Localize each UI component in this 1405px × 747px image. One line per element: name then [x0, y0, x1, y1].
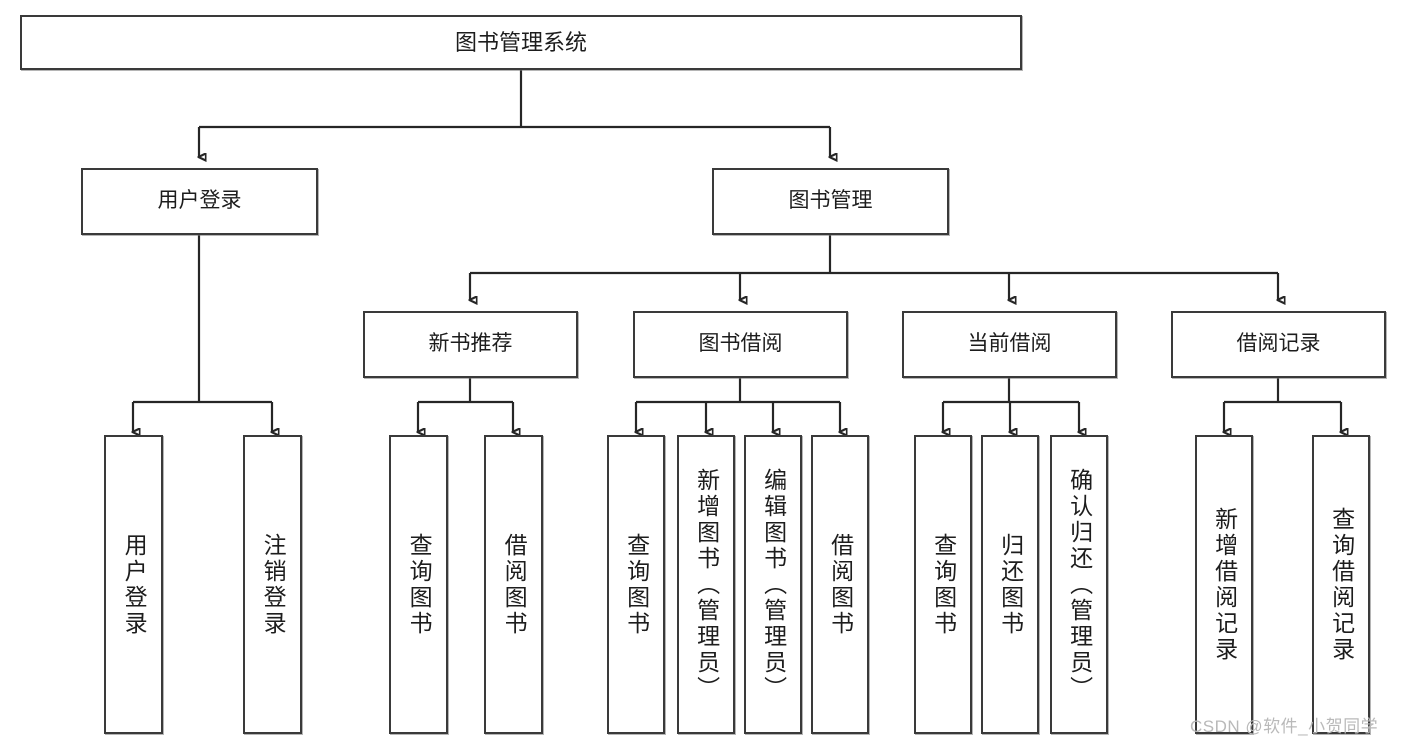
leaf-borrow-record-add[interactable]: 新增借阅记录 — [1195, 435, 1253, 734]
leaf-book-borrow-borrow[interactable]: 借阅图书 — [811, 435, 869, 734]
leaf-user-login-logout[interactable]: 注销登录 — [243, 435, 302, 734]
leaf-user-login-login[interactable]: 用户登录 — [104, 435, 163, 734]
leaf-new-book-query[interactable]: 查询图书 — [389, 435, 448, 734]
leaf-current-borrow-return-label: 归还图书 — [997, 532, 1024, 637]
leaf-borrow-record-add-label: 新增借阅记录 — [1211, 506, 1238, 663]
node-root-label: 图书管理系统 — [454, 29, 587, 55]
node-current-borrow-label: 当前借阅 — [967, 332, 1052, 356]
node-book-borrow-label: 图书借阅 — [698, 332, 783, 356]
node-book-management-label: 图书管理 — [788, 189, 873, 213]
leaf-current-borrow-query[interactable]: 查询图书 — [914, 435, 972, 734]
leaf-user-login-login-label: 用户登录 — [121, 532, 148, 637]
node-user-login-label: 用户登录 — [157, 189, 242, 213]
leaf-book-borrow-borrow-label: 借阅图书 — [827, 532, 854, 637]
node-book-borrow[interactable]: 图书借阅 — [633, 311, 848, 378]
leaf-current-borrow-confirm-label: 确认归还（管理员） — [1066, 467, 1093, 702]
leaf-book-borrow-add-label: 新增图书（管理员） — [693, 467, 720, 702]
node-new-book-recommend[interactable]: 新书推荐 — [363, 311, 578, 378]
leaf-book-borrow-query[interactable]: 查询图书 — [607, 435, 665, 734]
leaf-new-book-borrow-label: 借阅图书 — [501, 532, 528, 637]
leaf-book-borrow-query-label: 查询图书 — [623, 532, 650, 637]
node-borrow-record-label: 借阅记录 — [1236, 332, 1321, 356]
leaf-borrow-record-query[interactable]: 查询借阅记录 — [1312, 435, 1370, 734]
leaf-user-login-logout-label: 注销登录 — [260, 532, 287, 637]
leaf-book-borrow-edit-label: 编辑图书（管理员） — [760, 467, 787, 702]
node-user-login[interactable]: 用户登录 — [81, 168, 318, 235]
node-borrow-record[interactable]: 借阅记录 — [1171, 311, 1386, 378]
leaf-current-borrow-return[interactable]: 归还图书 — [981, 435, 1039, 734]
node-book-management[interactable]: 图书管理 — [712, 168, 949, 235]
leaf-current-borrow-query-label: 查询图书 — [930, 532, 957, 637]
leaf-book-borrow-edit[interactable]: 编辑图书（管理员） — [744, 435, 802, 734]
leaf-current-borrow-confirm[interactable]: 确认归还（管理员） — [1050, 435, 1108, 734]
node-new-book-recommend-label: 新书推荐 — [428, 332, 513, 356]
node-root[interactable]: 图书管理系统 — [20, 15, 1022, 70]
leaf-new-book-borrow[interactable]: 借阅图书 — [484, 435, 543, 734]
leaf-borrow-record-query-label: 查询借阅记录 — [1328, 506, 1355, 663]
watermark: CSDN @软件_小贺同学 — [1190, 717, 1379, 736]
leaf-book-borrow-add[interactable]: 新增图书（管理员） — [677, 435, 735, 734]
leaf-new-book-query-label: 查询图书 — [406, 532, 433, 637]
node-current-borrow[interactable]: 当前借阅 — [902, 311, 1117, 378]
